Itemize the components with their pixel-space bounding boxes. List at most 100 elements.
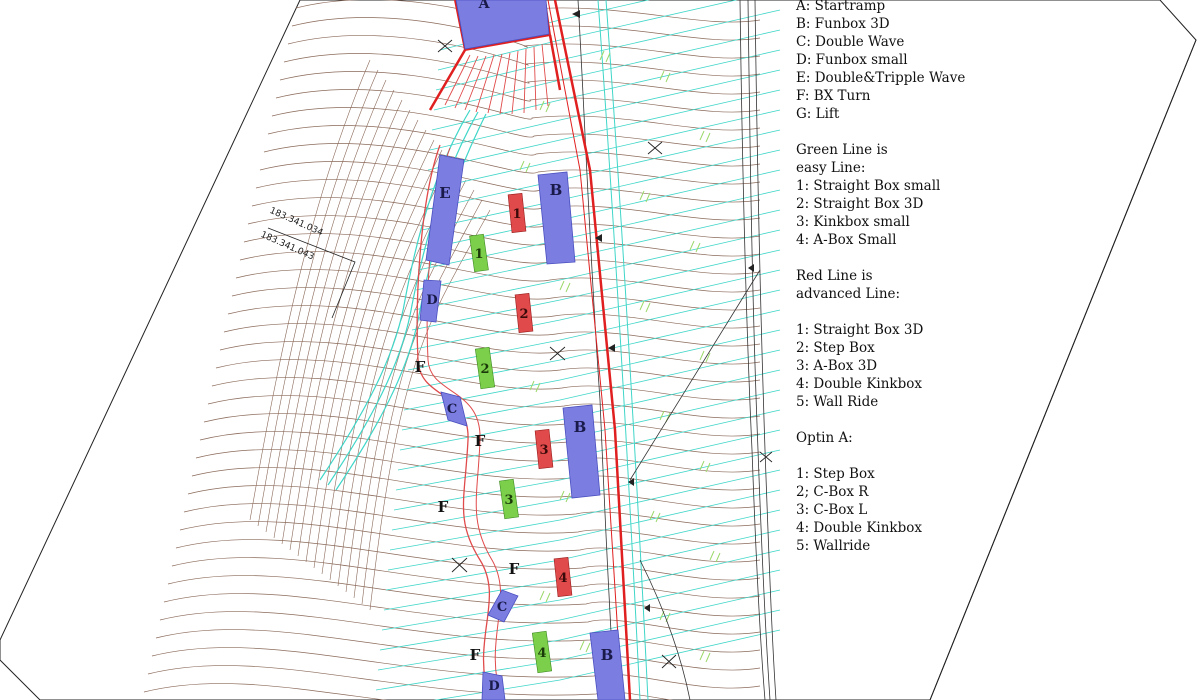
survey-line [427,89,781,171]
contour-line [187,485,761,527]
green-obstacle [499,478,519,520]
feature-block [425,154,465,266]
legend-option-title: Optin A: [796,430,853,446]
contour-line [305,129,427,563]
feature-label: B [574,418,587,436]
feature-label: C [447,402,457,417]
bx-turn-label: F [509,560,520,578]
legend-feature-b: B: Funbox 3D [796,16,890,32]
legend-option-item: 3: C-Box L [796,502,868,518]
legend-option-item: 5: Wallride [796,538,871,554]
red-obstacle-label: 4 [558,571,567,586]
contour-line [271,107,761,149]
green-dash-mark [579,640,591,653]
contour-line [247,215,761,257]
contour-line [369,209,491,611]
survey-line [597,0,641,700]
feature-label: E [439,184,450,202]
green-obstacle [474,346,496,390]
green-dash-mark [599,50,611,63]
bx-turn-curve-outer [416,144,491,700]
survey-line [423,129,781,211]
green-dash-mark [649,510,661,523]
contour-line [283,53,761,95]
green-dash-mark [709,550,721,563]
legend-feature-c: C: Double Wave [796,34,905,50]
red-advanced-line [553,0,632,700]
contour-line [147,665,674,700]
contour-line [273,89,395,539]
red-obstacle-label: 2 [519,307,528,322]
contour-line [215,359,761,401]
survey-line [605,0,649,700]
survey-line [397,389,781,471]
feature-block [589,629,626,700]
contour-line [227,305,761,347]
contour-line [321,149,443,575]
survey-line [433,629,781,700]
plan-legend: A: Startramp B: Funbox 3D C: Double Wave… [796,0,1056,555]
coordinate-leader [267,227,356,319]
feature-block [419,279,442,323]
contour-line [211,377,761,419]
legend-feature-d: D: Funbox small [796,52,908,68]
survey-line [389,469,781,551]
contour-line [243,233,761,275]
green-dash-mark [699,650,711,663]
green-obstacle-label: 1 [474,247,483,262]
legend-green-item: 1: Straight Box small [796,178,941,194]
contour-line [223,323,761,365]
contour-line [159,611,761,653]
contour-line [175,539,761,581]
green-dash-mark [689,240,701,253]
green-dash-mark [519,160,531,173]
survey-line [375,609,781,691]
x-markers [437,39,773,669]
green-obstacle-label: 2 [480,362,489,377]
contour-line [219,341,761,383]
feature-block [455,0,550,50]
contour-line [265,79,387,533]
legend-option-item: 4: Double Kinkbox [796,520,922,536]
contour-line [275,89,761,131]
survey-line [381,549,781,631]
contour-line [287,35,761,77]
contour-line [291,17,761,59]
legend-red-title: Red Line is [796,268,873,284]
road-arrows [572,10,754,612]
green-obstacle [531,630,553,674]
green-dash-mark [529,380,541,393]
legend-feature-g: G: Lift [796,106,840,122]
legend-feature-a: A: Startramp [796,0,886,14]
green-dash-mark [699,130,711,143]
feature-label: B [550,181,563,199]
red-advanced-line-inner [547,0,623,700]
contour-line [249,59,371,521]
legend-green-title: Green Line is [796,142,888,158]
contour-line [163,593,761,635]
survey-line [429,69,781,151]
feature-label: D [488,679,499,694]
legend-option-item: 1: Step Box [796,466,875,482]
contour-line [257,69,379,527]
contour-line [279,71,761,113]
contour-line [171,557,761,599]
contour-line [179,521,761,563]
red-obstacle-label: 3 [539,443,548,458]
legend-red-item: 5: Wall Ride [796,394,879,410]
feature-label: D [426,293,437,308]
contour-line [263,143,761,185]
survey-line [425,109,781,191]
survey-line [379,569,781,651]
contour-line [255,179,761,221]
red-obstacle [534,429,554,469]
contour-line [151,647,761,689]
contour-line [281,99,403,545]
contour-line [235,269,761,311]
green-dash-mark [699,350,711,363]
survey-line [395,409,781,491]
road-lines [577,0,777,700]
survey-line [433,29,781,111]
survey-line [437,0,738,71]
